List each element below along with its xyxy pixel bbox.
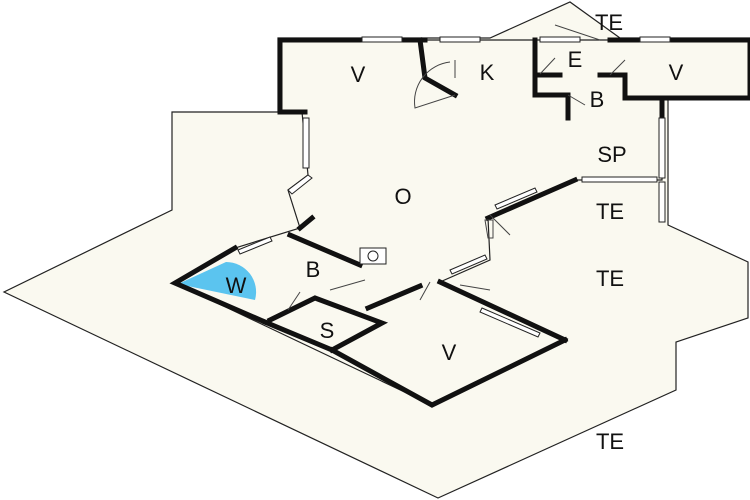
wall-west-bath [169,244,269,326]
wall-corridor [484,176,579,222]
door-swing-te-top [554,24,601,41]
door-swing-te-right [459,284,491,291]
wall-s-upper [266,295,389,354]
room-label-v-bottom: V [442,340,457,365]
wall-south-bath [261,318,336,354]
window-entry [539,36,581,43]
door-swing-v-bottom [419,281,431,301]
room-label-te-top: TE [595,10,623,35]
wall-b-top [597,72,665,101]
wall-entry [532,77,571,121]
wall-west-lower [296,214,316,232]
bathroom-highlight [178,261,257,300]
window-sp [658,117,666,179]
window-o-south [449,254,488,275]
door-swing-b-left [287,291,301,311]
window-v-bottom [479,307,541,338]
window-zigzag [287,174,313,195]
window-te-right [658,181,666,223]
door-swing-o-east [489,214,511,236]
window-kitchen [439,36,481,43]
room-label-v-top-left: V [351,62,366,87]
room-label-v-top-right: V [669,60,684,85]
door-stop [484,219,494,239]
wall-v-bottom-north [364,282,424,312]
door-swing-v-top-left [414,61,456,109]
wall-v-top-left-east [417,37,459,99]
window-bath [237,236,273,255]
wall-bath-inner [286,231,364,269]
room-label-b-left: B [306,257,321,282]
room-label-te-right: TE [596,266,624,291]
wall-v-bottom-ne [436,278,569,344]
window-top-right [639,36,671,43]
room-label-te-bottom: TE [596,429,624,454]
room-label-b-top: B [590,87,605,112]
wall-south [328,336,569,408]
window-corridor [581,176,658,183]
door-swing-entry [539,57,556,75]
room-label-o: O [394,184,411,209]
wall-top-right [607,37,750,118]
room-label-w: W [226,273,247,298]
stove-icon [359,247,387,265]
room-label-s: S [320,318,335,343]
room-label-e: E [568,47,583,72]
window-west [302,117,310,169]
room-label-k: K [480,60,495,85]
door-swing-v-top-right [609,59,626,76]
door-swing-bath [329,279,366,291]
room-label-sp: SP [597,142,626,167]
window-o-east [494,187,538,210]
window-top-left [361,36,403,43]
wall-top-left [277,37,428,115]
room-label-te-right-upper: TE [596,199,624,224]
door-swing-b-top [567,94,586,106]
wall-kitchen-east [532,37,563,78]
